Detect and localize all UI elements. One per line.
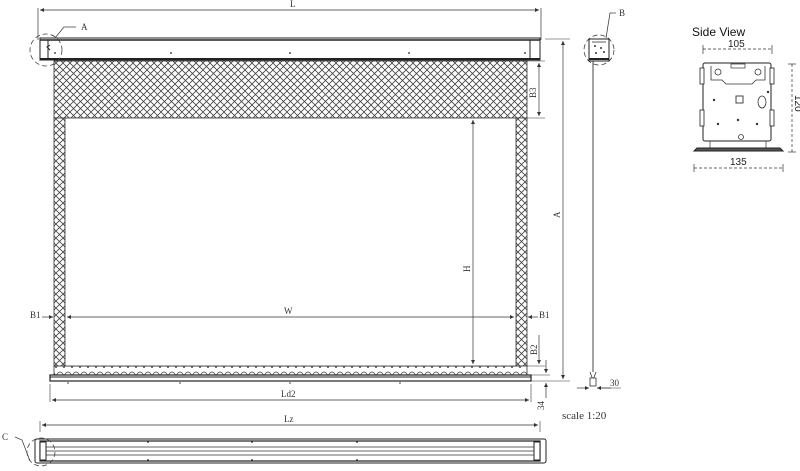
left-border [53,117,66,367]
top-down-view: Lz C [2,414,547,467]
label-w: W [284,306,293,316]
top-case [39,37,541,61]
label-b2: B2 [529,344,539,355]
right-border [515,117,528,367]
dimension-b1-left: B1 [30,310,53,320]
side-view-detail: Side View 105 120 1 [692,25,800,172]
label-detail-b: B [619,8,625,18]
dim-105: 105 [728,39,745,50]
label-b1-right: B1 [539,310,550,320]
bottom-border [53,365,528,376]
side-view-title: Side View [692,25,745,39]
label-detail-c: C [2,432,8,442]
dimension-b3: B3 [527,60,545,119]
dimension-b1-right: B1 [528,310,550,320]
detail-a-callout: A [29,22,88,67]
side-profile: B [583,8,625,387]
bottom-bar [49,374,532,384]
viewable-area [64,117,517,367]
dimension-a: A [531,38,570,382]
dimension-30: 30 [577,378,621,391]
dimension-ld2: Ld2 [49,384,532,403]
label-detail-a: A [81,22,88,32]
label-30: 30 [610,378,620,388]
dimension-b2: B2 [527,335,545,367]
dimension-34: 34 [531,360,550,410]
dim-120: 120 [792,95,800,112]
label-b3: B3 [528,87,538,98]
label-34: 34 [536,401,546,411]
label-b1-left: B1 [30,310,41,320]
label-lz: Lz [284,414,294,424]
dimension-h: H [462,120,476,364]
label-a: A [552,211,562,218]
scale-label: scale 1:20 [562,410,607,422]
label-l: L [290,0,296,9]
dim-135: 135 [730,157,747,168]
dimension-w: W [67,306,514,320]
label-ld2: Ld2 [281,389,296,399]
label-h: H [462,265,472,272]
dimension-l: L [37,0,542,40]
top-black-drop [53,60,528,119]
